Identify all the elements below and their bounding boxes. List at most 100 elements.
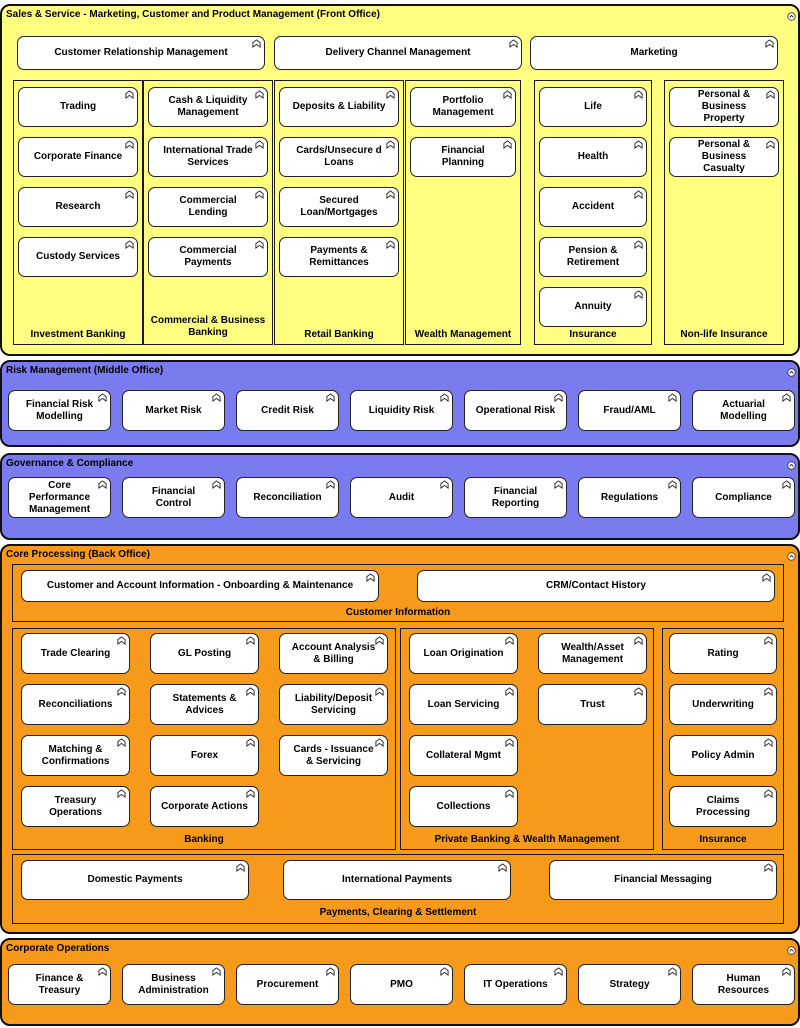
corporate-finance-box[interactable]: Corporate Finance: [18, 137, 138, 177]
function-icon: [764, 789, 773, 798]
reconciliations-box[interactable]: Reconciliations: [21, 684, 130, 725]
market-risk-box[interactable]: Market Risk: [122, 390, 225, 431]
box-label: Cards - Issuance & Servicing: [293, 743, 374, 767]
trade-clearing-box[interactable]: Trade Clearing: [21, 633, 130, 674]
actuarial-modelling-box[interactable]: Actuarial Modelling: [692, 390, 795, 431]
collections-box[interactable]: Collections: [409, 786, 518, 827]
claims-processing-box[interactable]: Claims Processing: [669, 786, 777, 827]
financial-reporting-box[interactable]: Financial Reporting: [464, 477, 567, 518]
function-icon: [509, 39, 518, 48]
regulations-box[interactable]: Regulations: [578, 477, 681, 518]
financial-control-box[interactable]: Financial Control: [122, 477, 225, 518]
treasury-operations-box[interactable]: Treasury Operations: [21, 786, 130, 827]
liability-deposit-servicing-box[interactable]: Liability/Deposit Servicing: [279, 684, 388, 725]
loan-servicing-box[interactable]: Loan Servicing: [409, 684, 518, 725]
research-box[interactable]: Research: [18, 187, 138, 227]
commercial-payments-box[interactable]: Commercial Payments: [148, 237, 268, 277]
pmo-box[interactable]: PMO: [350, 964, 453, 1005]
human-resources-box[interactable]: Human Resources: [692, 964, 795, 1005]
annuity-box[interactable]: Annuity: [539, 287, 647, 327]
underwriting-box[interactable]: Underwriting: [669, 684, 777, 725]
box-label: Cash & Liquidity Management: [168, 95, 248, 118]
cash-and-liquidity-management-box[interactable]: Cash & Liquidity Management: [148, 87, 268, 127]
pension-and-retirement-box[interactable]: Pension & Retirement: [539, 237, 647, 277]
personal-and-business-property-box[interactable]: Personal & Business Property: [669, 87, 779, 127]
customer-and-account-information-onboarding-and-maintenance-box[interactable]: Customer and Account Information - Onboa…: [21, 570, 379, 602]
function-icon: [386, 90, 395, 99]
reconciliation-box[interactable]: Reconciliation: [236, 477, 339, 518]
account-analysis-and-billing-box[interactable]: Account Analysis & Billing: [279, 633, 388, 674]
credit-risk-box[interactable]: Credit Risk: [236, 390, 339, 431]
core-performance-management-box[interactable]: Core Performance Management: [8, 477, 111, 518]
customer-relationship-management-box[interactable]: Customer Relationship Management: [17, 36, 265, 70]
collateral-mgmt-box[interactable]: Collateral Mgmt: [409, 735, 518, 776]
collapse-icon[interactable]: [787, 364, 796, 377]
portfolio-management-box[interactable]: Portfolio Management: [410, 87, 516, 127]
trust-box[interactable]: Trust: [538, 684, 647, 725]
audit-box[interactable]: Audit: [350, 477, 453, 518]
cards-unsecure-d-loans-box[interactable]: Cards/Unsecure d Loans: [279, 137, 399, 177]
crm-contact-history-box[interactable]: CRM/Contact History: [417, 570, 775, 602]
box-label: Underwriting: [692, 698, 754, 710]
box-label: Financial Reporting: [491, 485, 540, 509]
financial-planning-box[interactable]: Financial Planning: [410, 137, 516, 177]
trading-box[interactable]: Trading: [18, 87, 138, 127]
operational-risk-box[interactable]: Operational Risk: [464, 390, 567, 431]
secured-loan-mortgages-box[interactable]: Secured Loan/Mortgages: [279, 187, 399, 227]
box-label: Liability/Deposit Servicing: [294, 692, 373, 716]
collapse-icon[interactable]: [787, 548, 796, 561]
finance-and-treasury-box[interactable]: Finance & Treasury: [8, 964, 111, 1005]
accident-box[interactable]: Accident: [539, 187, 647, 227]
collapse-icon[interactable]: [787, 8, 796, 21]
group-label: Commercial & Business Banking: [150, 315, 266, 338]
corporate-actions-box[interactable]: Corporate Actions: [150, 786, 259, 827]
gl-posting-box[interactable]: GL Posting: [150, 633, 259, 674]
collapse-icon[interactable]: [787, 942, 796, 955]
financial-risk-modelling-box[interactable]: Financial Risk Modelling: [8, 390, 111, 431]
box-label: Personal & Business Property: [697, 89, 751, 124]
deposits-and-liability-box[interactable]: Deposits & Liability: [279, 87, 399, 127]
business-administration-box[interactable]: Business Administration: [122, 964, 225, 1005]
financial-messaging-box[interactable]: Financial Messaging: [549, 860, 777, 900]
forex-box[interactable]: Forex: [150, 735, 259, 776]
function-icon: [117, 636, 126, 645]
function-icon: [634, 687, 643, 696]
it-operations-box[interactable]: IT Operations: [464, 964, 567, 1005]
personal-and-business-casualty-box[interactable]: Personal & Business Casualty: [669, 137, 779, 177]
collapse-icon[interactable]: [787, 457, 796, 470]
statements-and-advices-box[interactable]: Statements & Advices: [150, 684, 259, 725]
marketing-box[interactable]: Marketing: [530, 36, 778, 70]
function-icon: [246, 738, 255, 747]
payments-and-remittances-box[interactable]: Payments & Remittances: [279, 237, 399, 277]
function-icon: [125, 240, 134, 249]
wealth-asset-management-box[interactable]: Wealth/Asset Management: [538, 633, 647, 674]
strategy-box[interactable]: Strategy: [578, 964, 681, 1005]
rating-box[interactable]: Rating: [669, 633, 777, 674]
international-payments-box[interactable]: International Payments: [283, 860, 511, 900]
procurement-box[interactable]: Procurement: [236, 964, 339, 1005]
box-label: Rating: [707, 647, 739, 659]
commercial-lending-box[interactable]: Commercial Lending: [148, 187, 268, 227]
policy-admin-box[interactable]: Policy Admin: [669, 735, 777, 776]
function-icon: [782, 480, 791, 489]
function-icon: [246, 789, 255, 798]
cards-issuance-and-servicing-box[interactable]: Cards - Issuance & Servicing: [279, 735, 388, 776]
custody-services-box[interactable]: Custody Services: [18, 237, 138, 277]
liquidity-risk-box[interactable]: Liquidity Risk: [350, 390, 453, 431]
domestic-payments-box[interactable]: Domestic Payments: [21, 860, 249, 900]
delivery-channel-management-box[interactable]: Delivery Channel Management: [274, 36, 522, 70]
loan-origination-box[interactable]: Loan Origination: [409, 633, 518, 674]
fraud-aml-box[interactable]: Fraud/AML: [578, 390, 681, 431]
international-trade-services-box[interactable]: International Trade Services: [148, 137, 268, 177]
health-box[interactable]: Health: [539, 137, 647, 177]
function-icon: [505, 636, 514, 645]
function-icon: [246, 636, 255, 645]
function-icon: [782, 393, 791, 402]
matching-and-confirmations-box[interactable]: Matching & Confirmations: [21, 735, 130, 776]
life-box[interactable]: Life: [539, 87, 647, 127]
function-icon: [255, 190, 264, 199]
group-label: Non-life Insurance: [680, 329, 768, 340]
compliance-box[interactable]: Compliance: [692, 477, 795, 518]
box-label: Personal & Business Casualty: [697, 139, 751, 174]
